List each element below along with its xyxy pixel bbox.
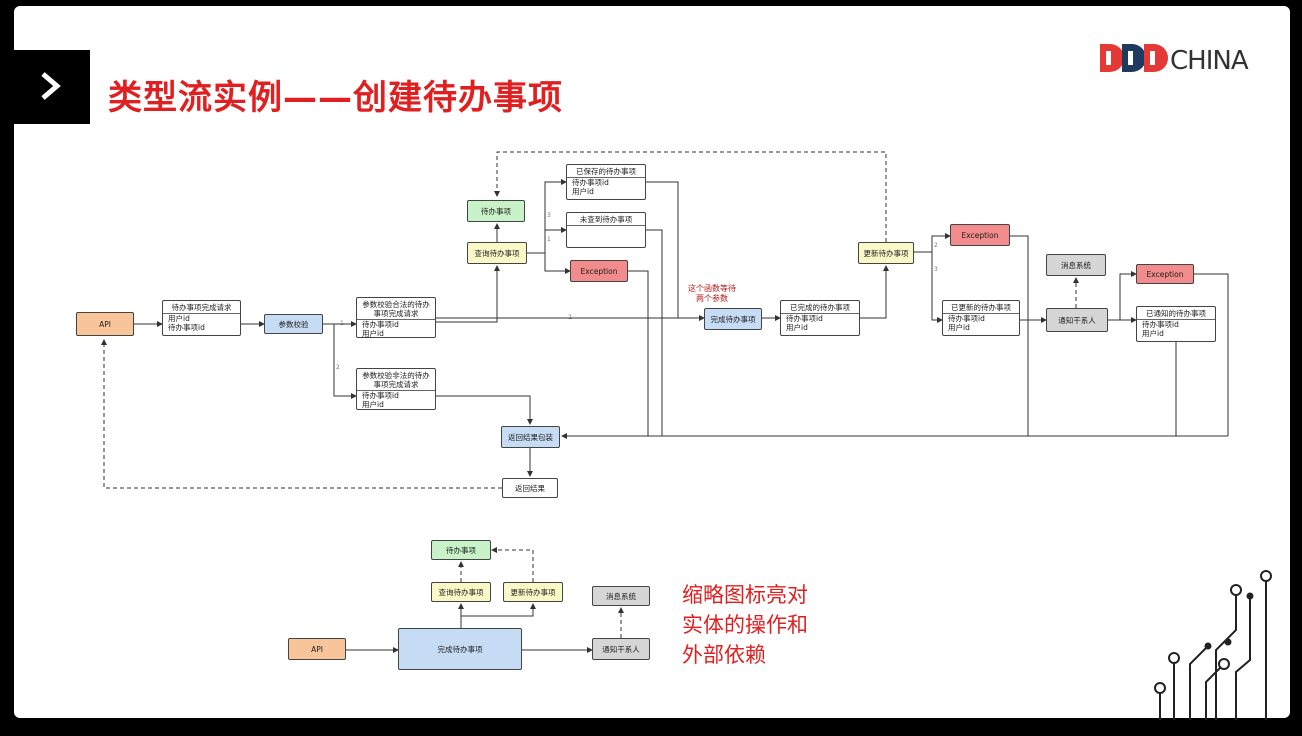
- return-result-node: 返回结果: [502, 478, 558, 498]
- notify-node: 通知干系人: [1046, 308, 1108, 332]
- logo-text: CHINA: [1170, 46, 1249, 76]
- update-todo-node: 更新待办事项: [858, 242, 914, 264]
- mini-message-system-node: 消息系统: [592, 586, 650, 606]
- entity-field: 待办事项id: [362, 320, 399, 329]
- edge-label: 3: [934, 266, 938, 273]
- side-note-line: 实体的操作和: [682, 613, 808, 637]
- entity-field: 用户id: [786, 323, 808, 332]
- message-system-node: 消息系统: [1046, 254, 1106, 276]
- mini-api-node: API: [288, 638, 346, 660]
- exception-node: Exception: [1136, 264, 1194, 284]
- request-entity: 待办事项完成请求 用户id 待办事项id: [162, 300, 241, 336]
- annotation-line: 这个函数等待: [688, 284, 736, 293]
- edge-label: 2: [336, 364, 340, 371]
- slide-title: 类型流实例——创建待办事项: [108, 78, 563, 118]
- chevron-box: [14, 50, 90, 124]
- entity-title: 参数校验合法的待办事项完成请求: [357, 298, 435, 320]
- updated-todo-entity: 已更新的待办事项 待办事项id 用户id: [942, 300, 1020, 336]
- slide: [14, 6, 1290, 718]
- logo-mark-icon: [1100, 44, 1168, 72]
- entity-field: 待办事项id: [948, 314, 985, 323]
- valid-request-entity: 参数校验合法的待办事项完成请求 待办事项id 用户id: [356, 297, 436, 338]
- side-note-line: 外部依赖: [682, 643, 766, 667]
- entity-field: 待办事项id: [362, 391, 399, 400]
- mini-query-node: 查询待办事项: [431, 582, 491, 602]
- edge-label: 1: [547, 236, 551, 243]
- completed-todo-entity: 已完成的待办事项 待办事项id 用户id: [780, 300, 860, 336]
- query-todo-node: 查询待办事项: [467, 242, 527, 264]
- validate-node: 参数校验: [264, 314, 323, 334]
- mini-todo-node: 待办事项: [431, 540, 491, 560]
- entity-field: 用户id: [362, 329, 384, 338]
- not-found-entity: 未查到待办事项: [566, 212, 646, 248]
- entity-title: 已更新的待办事项: [943, 301, 1019, 314]
- exception-node: Exception: [570, 260, 628, 282]
- wrap-result-node: 返回结果包装: [501, 426, 560, 448]
- entity-field: 待办事项id: [168, 323, 205, 332]
- entity-title: 已保存的待办事项: [567, 165, 645, 178]
- entity-field: 待办事项id: [786, 314, 823, 323]
- exception-node: Exception: [950, 224, 1010, 246]
- entity-field: 用户id: [1142, 329, 1164, 338]
- edge-label: 2: [568, 314, 572, 321]
- entity-title: 未查到待办事项: [567, 213, 645, 226]
- annotation-note: 这个函数等待 两个参数: [688, 284, 736, 304]
- saved-todo-entity: 已保存的待办事项 待办事项id 用户id: [566, 164, 646, 200]
- entity-field: 用户id: [168, 314, 190, 323]
- mini-notify-node: 通知干系人: [592, 638, 650, 660]
- api-node: API: [76, 312, 134, 336]
- entity-field: 待办事项id: [1142, 320, 1179, 329]
- entity-field: 用户id: [948, 323, 970, 332]
- entity-field: 用户id: [362, 400, 384, 409]
- chevron-right-icon: [41, 72, 61, 100]
- entity-field: 用户id: [572, 187, 594, 196]
- edge-label: 3: [547, 212, 551, 219]
- edge-label: 1: [340, 320, 344, 327]
- mini-update-node: 更新待办事项: [503, 582, 563, 602]
- mini-complete-node: 完成待办事项: [398, 628, 522, 670]
- invalid-request-entity: 参数校验非法的待办事项完成请求 待办事项id 用户id: [356, 368, 436, 410]
- side-note-line: 缩略图标亮对: [682, 583, 808, 607]
- complete-todo-node: 完成待办事项: [704, 308, 762, 330]
- entity-title: 已完成的待办事项: [781, 301, 859, 314]
- annotation-line: 两个参数: [696, 294, 728, 303]
- entity-title: 参数校验非法的待办事项完成请求: [357, 369, 435, 391]
- entity-title: 已通知的待办事项: [1137, 307, 1215, 320]
- todo-entity-node: 待办事项: [467, 200, 525, 222]
- side-note: 缩略图标亮对 实体的操作和 外部依赖: [682, 580, 808, 670]
- entity-title: 待办事项完成请求: [163, 301, 240, 314]
- notified-todo-entity: 已通知的待办事项 待办事项id 用户id: [1136, 306, 1216, 342]
- entity-field: 待办事项id: [572, 178, 609, 187]
- edge-label: 2: [934, 242, 938, 249]
